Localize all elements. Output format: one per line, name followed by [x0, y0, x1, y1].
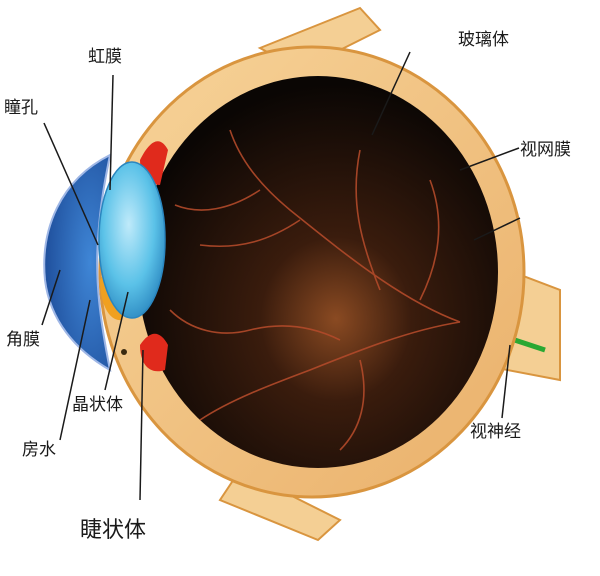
label-lens: 晶状体 [72, 395, 123, 415]
pupil-dot [121, 349, 127, 355]
label-iris: 虹膜 [88, 47, 122, 67]
label-aqueous: 房水 [22, 440, 56, 460]
label-vitreous: 玻璃体 [458, 30, 509, 50]
label-ciliary: 睫状体 [80, 518, 147, 543]
label-optic-nerve: 视神经 [470, 422, 521, 442]
vitreous-body [138, 76, 498, 468]
label-cornea: 角膜 [6, 330, 40, 350]
retinal-vessels [169, 129, 461, 451]
ciliary-body-lower [140, 333, 168, 372]
pointer-lines [41, 51, 521, 501]
label-pupil: 瞳孔 [4, 98, 38, 118]
lens-shape [98, 161, 166, 319]
label-retina: 视网膜 [520, 140, 571, 160]
